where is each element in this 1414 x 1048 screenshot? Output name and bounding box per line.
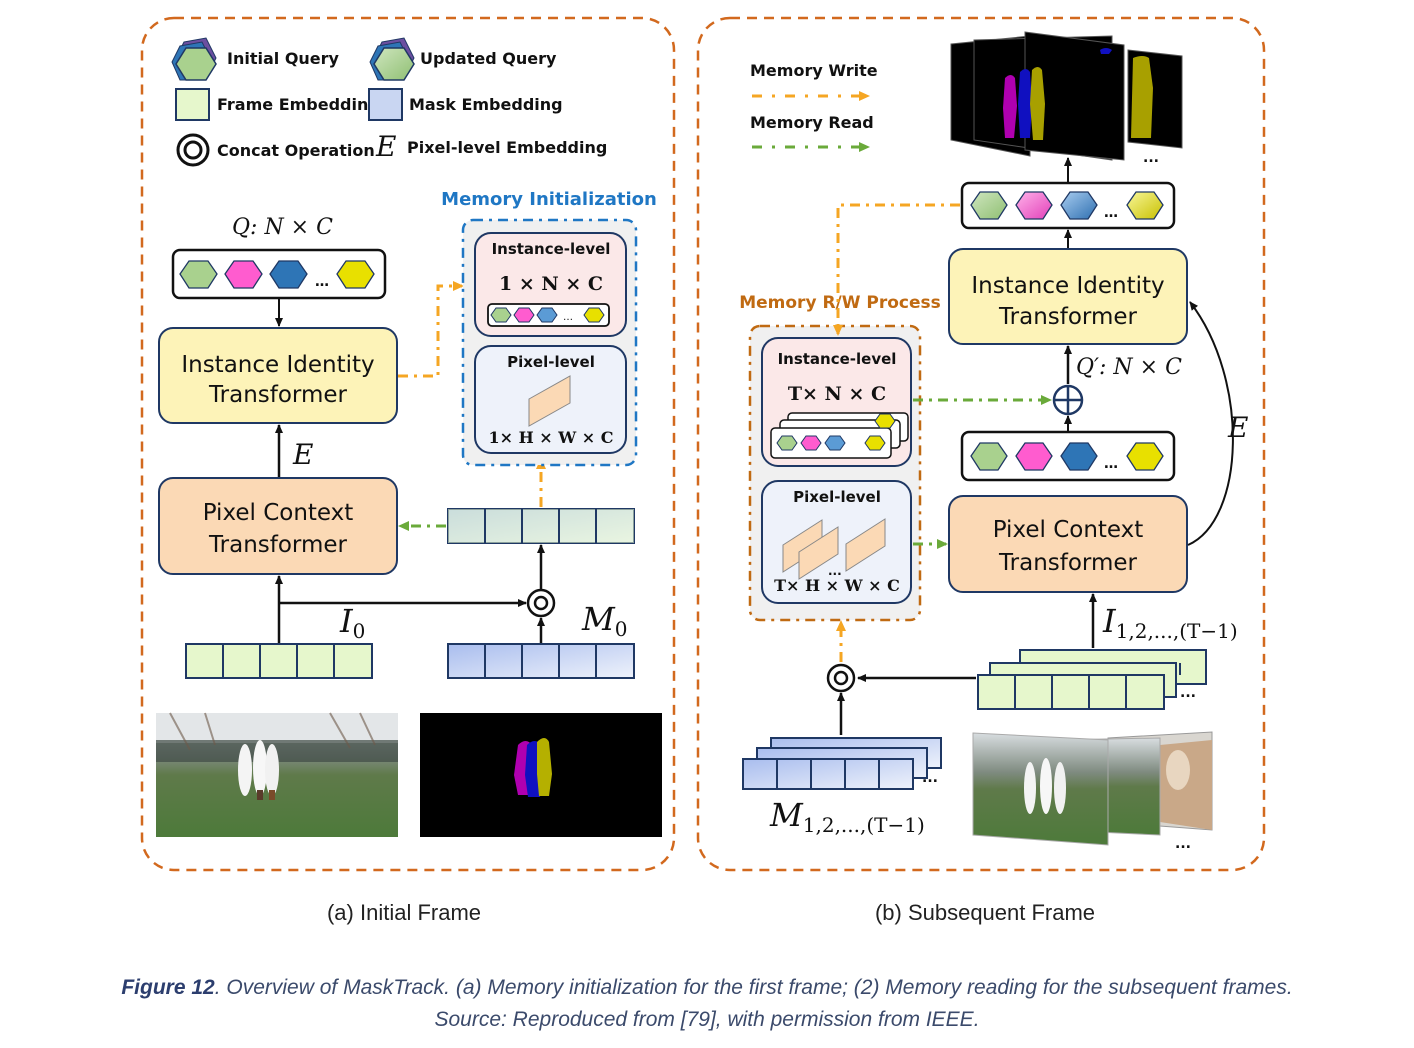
- iit-a-line2: Transformer: [208, 382, 348, 408]
- pixel-feature-stack: ...: [782, 518, 886, 580]
- concat-icon: [176, 133, 210, 167]
- memory-init-pixel-dim: 1× H × W × C: [488, 428, 613, 447]
- updated-query-icon: [369, 37, 415, 81]
- input-frames-stack-b: ...: [972, 731, 1213, 852]
- memory-init-hexagons: …: [490, 307, 605, 323]
- memory-rw-instance-title: Instance-level: [778, 350, 897, 368]
- query-label: Q: N × C: [232, 215, 333, 240]
- panel-a-caption: (a) Initial Frame: [327, 900, 481, 925]
- query-green: [179, 260, 218, 289]
- instance-identity-transformer-a: [158, 327, 398, 424]
- mask-embedding-a: [447, 643, 635, 679]
- legend-frame-embedding: Frame Embedding: [217, 95, 380, 114]
- svg-text:…: …: [1104, 205, 1118, 221]
- pct-b-line1: Pixel Context: [993, 517, 1144, 543]
- memory-rw-pixel-title: Pixel-level: [793, 488, 881, 506]
- svg-text:...: ...: [828, 564, 842, 578]
- mask-embedding-stack-b: ...: [742, 737, 942, 790]
- iit-b-line2: Transformer: [998, 304, 1138, 330]
- svg-text:...: ...: [1175, 836, 1191, 852]
- memory-init-instance-dim: 1 × N × C: [499, 273, 603, 295]
- frame-label-a: I0: [339, 602, 365, 643]
- pixel-context-transformer-a: [158, 477, 398, 575]
- caption-text: . Overview of MaskTrack. (a) Memory init…: [214, 976, 1293, 999]
- output-mask-stack: ...: [950, 31, 1183, 166]
- svg-text:…: …: [563, 312, 573, 323]
- query-hexagons-a: …: [179, 260, 375, 290]
- pct-a-line2: Transformer: [208, 532, 348, 558]
- mask-image-a: [420, 713, 662, 837]
- legend-pixel-level-embedding: Pixel-level Embedding: [407, 138, 607, 157]
- svg-text:…: …: [1104, 456, 1118, 472]
- legend-memory-read: Memory Read: [750, 113, 874, 132]
- frame-embedding-swatch: [175, 88, 210, 121]
- legend-memory-write: Memory Write: [750, 61, 878, 80]
- frame-label-b: I1,2,...,(T−1): [1102, 602, 1238, 643]
- memory-init-instance-title: Instance-level: [492, 240, 611, 258]
- svg-text:...: ...: [1180, 685, 1196, 701]
- legend-concat-operation: Concat Operation: [217, 141, 375, 160]
- figure-label: Figure 12: [121, 976, 215, 999]
- pct-a-line1: Pixel Context: [203, 500, 354, 526]
- e-label-a: E: [292, 438, 313, 471]
- query-hexagons-b: …: [970, 442, 1164, 472]
- instance-identity-transformer-b: [948, 248, 1188, 345]
- input-frame-image-a: [156, 712, 398, 837]
- query-blue: [269, 260, 308, 289]
- combined-embedding-a: [447, 508, 635, 544]
- iit-b-line1: Instance Identity: [971, 273, 1164, 299]
- ellipsis: ...: [1143, 150, 1159, 166]
- memory-write-instance-b: [833, 203, 960, 336]
- memory-init-title: Memory Initialization: [441, 189, 657, 210]
- pixel-feature-map: [528, 375, 571, 427]
- query-yellow: [336, 260, 375, 289]
- legend-initial-query: Initial Query: [227, 49, 340, 68]
- figure-caption-line2: Source: Reproduced from [79], with permi…: [434, 1008, 980, 1031]
- figure-caption-line1: Figure 12. Overview of MaskTrack. (a) Me…: [0, 976, 1414, 1000]
- panel-b-frame: [696, 16, 1266, 872]
- legend-pixel-symbol: E: [375, 130, 396, 163]
- frame-embedding-stack-b: ...: [977, 649, 1207, 710]
- frame-embedding-a: [185, 643, 373, 679]
- memory-rw-pixel-dim: T× H × W × C: [774, 576, 900, 595]
- e-curve-arrow: [1187, 301, 1234, 546]
- concat-op-a: [526, 588, 556, 618]
- q-prime-label: Q′: N × C: [1076, 355, 1182, 380]
- ellipsis: …: [315, 274, 329, 290]
- e-label-b: E: [1227, 411, 1248, 444]
- legend-updated-query: Updated Query: [420, 49, 557, 68]
- legend-mask-embedding: Mask Embedding: [409, 95, 563, 114]
- mask-label-a: M0: [581, 600, 628, 641]
- memory-rw-title: Memory R/W Process: [739, 293, 941, 313]
- memory-write-instance-a: [398, 281, 464, 378]
- memory-rw-instance-dim: T× N × C: [788, 383, 886, 405]
- initial-query-icon: [171, 37, 217, 81]
- svg-text:...: ...: [922, 770, 938, 786]
- pixel-context-transformer-b: [948, 495, 1188, 593]
- panel-a-frame: [140, 16, 676, 872]
- mask-embedding-swatch: [368, 88, 403, 121]
- panel-b-caption: (b) Subsequent Frame: [875, 900, 1095, 925]
- legend: Initial Query Updated Query Frame Embedd…: [171, 37, 607, 167]
- updated-hexagons-b: …: [970, 191, 1164, 221]
- iit-a-line1: Instance Identity: [181, 352, 374, 378]
- memory-rw-query-stack: [770, 412, 909, 459]
- pct-b-line2: Transformer: [998, 550, 1138, 576]
- add-operation-icon: [1052, 384, 1084, 416]
- mask-label-b: M1,2,...,(T−1): [769, 796, 925, 837]
- memory-init-pixel-title: Pixel-level: [507, 353, 595, 371]
- concat-op-b: [826, 663, 856, 693]
- query-magenta: [224, 260, 263, 289]
